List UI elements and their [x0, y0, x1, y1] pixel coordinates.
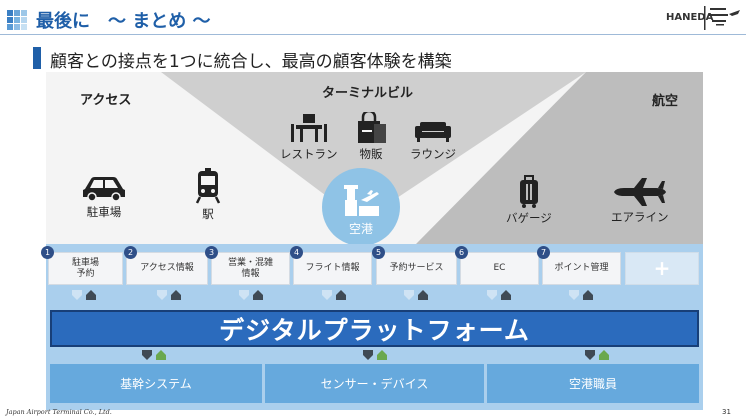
arrow-down-icon	[404, 290, 414, 300]
arrow-down-icon	[72, 290, 82, 300]
parking-item: 駐車場	[80, 172, 128, 220]
page-number: 31	[722, 408, 731, 416]
arrow-up-icon	[86, 290, 96, 300]
arrow-down-icon	[569, 290, 579, 300]
customer-touchpoint-diagram: アクセス ターミナルビル 航空 レストラン 物販	[46, 72, 703, 244]
station-item: 駅	[194, 168, 222, 222]
arrow-down-icon	[157, 290, 167, 300]
plus-icon: +	[653, 256, 671, 280]
header-divider	[0, 34, 746, 35]
airport-tower-icon	[344, 185, 379, 216]
zone-label-airline: 航空	[652, 94, 679, 109]
touchpoint-reservation-service: 予約サービス	[376, 252, 457, 285]
arrow-up-icon	[501, 290, 511, 300]
shop-item: 物販	[354, 112, 388, 162]
touchpoint-flight-info: フライト情報	[293, 252, 372, 285]
parking-label: 駐車場	[86, 205, 122, 219]
zone-label-access: アクセス	[80, 93, 132, 108]
touchpoint-number-badge: 4	[290, 246, 303, 259]
sofa-icon	[415, 122, 451, 142]
station-label: 駅	[202, 207, 214, 221]
slide-subtitle: 顧客との接点を1つに統合し、最高の顧客体験を構築	[50, 52, 452, 72]
base-sensors-devices: センサー・デバイス	[265, 364, 484, 403]
touchpoint-parking-reservation: 駐車場 予約	[48, 252, 123, 285]
shopping-bag-icon	[358, 112, 386, 143]
touchpoint-add-more: +	[625, 252, 699, 285]
arrow-up-icon	[599, 350, 609, 360]
touchpoint-number-badge: 6	[455, 246, 468, 259]
touchpoint-number-badge: 1	[41, 246, 54, 259]
arrow-down-icon	[363, 350, 373, 360]
shop-label: 物販	[359, 147, 383, 161]
arrow-up-icon	[418, 290, 428, 300]
base-core-systems: 基幹システム	[50, 364, 262, 403]
lounge-label: ラウンジ	[410, 147, 456, 161]
arrow-down-icon	[239, 290, 249, 300]
arrow-up-icon	[253, 290, 263, 300]
car-icon	[83, 177, 125, 202]
airplane-icon	[613, 178, 666, 206]
touchpoint-business-congestion: 営業・混雑 情報	[211, 252, 290, 285]
touchpoint-label: フライト情報	[305, 263, 360, 273]
touchpoint-label: EC	[493, 263, 506, 273]
base-label: 基幹システム	[120, 377, 192, 391]
touchpoint-ec: EC	[460, 252, 539, 285]
touchpoint-access-info: アクセス情報	[126, 252, 208, 285]
touchpoint-number-badge: 2	[124, 246, 137, 259]
touchpoint-label: 営業・混雑 情報	[227, 257, 273, 279]
touchpoint-label: 予約サービス	[389, 263, 444, 273]
zone-background	[161, 72, 703, 244]
arrow-up-icon	[377, 350, 387, 360]
train-icon	[195, 168, 221, 204]
base-label: センサー・デバイス	[320, 377, 429, 391]
baggage-item: バゲージ	[506, 174, 552, 226]
touchpoint-number-badge: 3	[205, 246, 218, 259]
touchpoint-label: 駐車場 予約	[71, 257, 99, 279]
touchpoint-number-badge: 7	[537, 246, 550, 259]
airport-label: 空港	[348, 222, 373, 236]
page-title: 最後に ～ まとめ ～	[36, 11, 211, 32]
touchpoint-point-management: ポイント管理	[542, 252, 621, 285]
touchpoint-label: アクセス情報	[140, 263, 194, 273]
restaurant-label: レストラン	[280, 147, 338, 161]
airport-hub: 空港	[322, 168, 400, 244]
arrow-down-icon	[487, 290, 497, 300]
arrow-down-icon	[142, 350, 152, 360]
haneda-logo-icon	[704, 6, 740, 30]
touchpoint-label: ポイント管理	[554, 263, 609, 273]
arrow-down-icon	[585, 350, 595, 360]
integration-band: 駐車場 予約 アクセス情報 営業・混雑 情報 フライト情報 予約サービス EC …	[46, 244, 703, 410]
digital-platform: デジタルプラットフォーム	[50, 310, 699, 347]
arrow-up-icon	[583, 290, 593, 300]
baggage-label: バゲージ	[506, 211, 552, 225]
company-footer: Japan Airport Terminal Co., Ltd.	[6, 408, 112, 416]
restaurant-item: レストラン	[280, 112, 338, 162]
airline-item: エアライン	[611, 177, 669, 225]
zone-label-terminal: ターミナルビル	[322, 86, 414, 101]
suitcase-icon	[519, 175, 538, 208]
arrow-up-icon	[336, 290, 346, 300]
arrow-up-icon	[171, 290, 181, 300]
touchpoint-number-badge: 5	[372, 246, 385, 259]
subtitle-marker	[33, 47, 41, 69]
brand-name: HANEDA	[666, 12, 714, 23]
base-airport-staff: 空港職員	[487, 364, 699, 403]
digital-platform-label: デジタルプラットフォーム	[219, 315, 530, 345]
lounge-item: ラウンジ	[410, 117, 456, 162]
airline-label: エアライン	[611, 210, 669, 224]
restaurant-icon	[290, 114, 327, 142]
arrow-down-icon	[322, 290, 332, 300]
base-label: 空港職員	[568, 377, 617, 391]
arrow-up-icon	[156, 350, 166, 360]
logo-grid-icon	[7, 10, 27, 30]
